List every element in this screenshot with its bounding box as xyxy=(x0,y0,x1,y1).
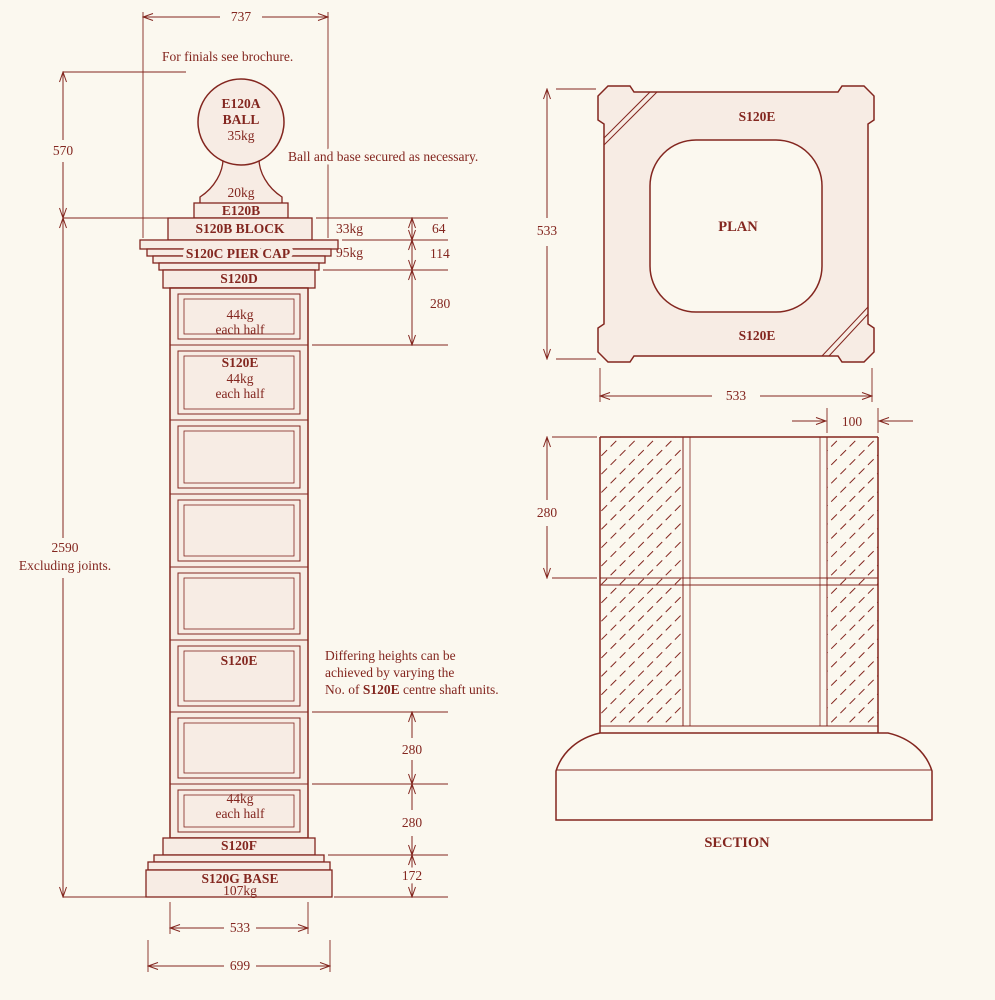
base-label: S120G BASE xyxy=(202,871,279,886)
base-weight-label: 107kg xyxy=(223,883,257,898)
dim-cap-height: 114 xyxy=(430,246,450,261)
plan-unit-bottom-label: S120E xyxy=(739,328,776,343)
shaft-bottom-weight-note: each half xyxy=(215,806,265,821)
plan-dim-bottom: 533 xyxy=(726,388,747,403)
shaft-unit-weight-note: each half xyxy=(215,386,265,401)
plan-unit-top-label: S120E xyxy=(739,109,776,124)
cap-label: S120C PIER CAP xyxy=(186,246,290,261)
base-molding-2 xyxy=(147,861,331,871)
dim-finial-height: 570 xyxy=(53,143,74,158)
ball-code-label: E120A xyxy=(221,96,260,111)
plan-hollow-core xyxy=(649,139,823,313)
note-heights-line3: No. of S120E centre shaft units. xyxy=(325,682,499,697)
block-weight-label: 33kg xyxy=(336,221,363,236)
dim-block-height: 64 xyxy=(432,221,446,236)
section-left-wall xyxy=(600,437,683,726)
plan-title: PLAN xyxy=(718,219,758,235)
block-label: S120B BLOCK xyxy=(196,221,285,236)
note-ball-base: Ball and base secured as necessary. xyxy=(288,149,478,164)
ball-name-label: BALL xyxy=(223,112,260,127)
shaft-top-weight: 44kg xyxy=(227,307,254,322)
dim-base-width: 699 xyxy=(230,958,251,973)
section-dim-unit-height: 280 xyxy=(537,505,558,520)
s120g-base-shape xyxy=(145,869,333,898)
neck-code-label: E120B xyxy=(222,203,260,218)
ball-weight-label: 35kg xyxy=(228,128,255,143)
shaft-outline xyxy=(169,287,309,839)
plan-joint-lines xyxy=(603,91,869,357)
ball-finial-shape xyxy=(197,78,285,166)
plan-dim-side: 533 xyxy=(537,223,558,238)
section-dim-wall-thickness: 100 xyxy=(842,414,863,429)
collar-label: S120D xyxy=(220,271,258,286)
elevation-shaft-panels xyxy=(177,293,301,833)
section-hatched-walls xyxy=(555,437,933,821)
elevation-dimension-lines xyxy=(63,12,448,972)
foot-label: S120F xyxy=(221,838,257,853)
plan-view: S120E PLAN S120E 533 533 xyxy=(537,85,875,403)
note-heights-line2: achieved by varying the xyxy=(325,665,454,680)
elevation-view: 737 For finials see brochure. 570 E120A … xyxy=(19,9,499,973)
dim-total-height: 2590 xyxy=(52,540,79,555)
dim-cap-width: 737 xyxy=(231,9,252,24)
shaft-top-weight-note: each half xyxy=(215,322,265,337)
cap-weight-label: 95kg xyxy=(336,245,363,260)
elevation-pier-shapes xyxy=(139,78,339,898)
note-heights-line1: Differing heights can be xyxy=(325,648,456,663)
pier-cap-molding-4 xyxy=(158,262,320,271)
shaft-bottom-weight: 44kg xyxy=(227,791,254,806)
section-dimension-lines xyxy=(547,408,913,578)
dim-unit-height-a: 280 xyxy=(402,742,423,757)
note-finials: For finials see brochure. xyxy=(162,49,293,64)
section-base xyxy=(555,732,933,821)
dim-base-height: 172 xyxy=(402,868,422,883)
section-outlines xyxy=(556,436,932,771)
neck-weight-label: 20kg xyxy=(228,185,255,200)
dim-collar-height: 280 xyxy=(430,296,451,311)
dim-total-height-note: Excluding joints. xyxy=(19,558,111,573)
plan-dimension-lines xyxy=(547,89,872,402)
base-molding-1 xyxy=(153,854,325,863)
shaft-unit-label: S120E xyxy=(222,355,259,370)
elevation-shaft-joints xyxy=(170,344,308,785)
dim-shaft-width: 533 xyxy=(230,920,251,935)
shaft-mid-label: S120E xyxy=(221,653,258,668)
section-title: SECTION xyxy=(704,835,770,851)
dim-unit-height-b: 280 xyxy=(402,815,423,830)
shaft-unit-weight: 44kg xyxy=(227,371,254,386)
section-right-wall xyxy=(827,437,878,726)
section-view: 280 100 SECTION xyxy=(537,408,933,851)
